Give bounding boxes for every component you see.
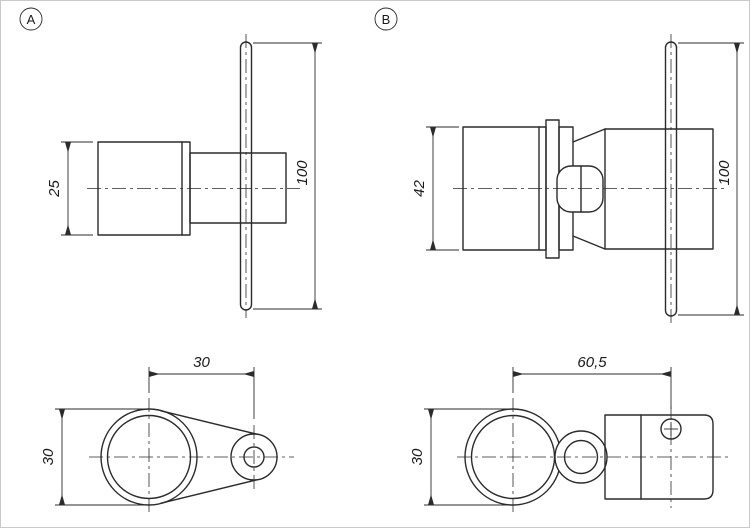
dimension-a-diameter-30: 30 — [40, 408, 147, 506]
dim-text-a-length: 100 — [294, 160, 311, 186]
variant-b-label: B — [374, 7, 398, 31]
dimension-b-diameter-30: 30 — [409, 408, 511, 506]
dim-text-b-length: 100 — [716, 160, 733, 186]
dim-text-a-center: 30 — [193, 354, 210, 371]
variant-a-label: A — [19, 7, 43, 31]
label-circle-a — [19, 7, 43, 31]
handle-hub-top-b — [604, 414, 714, 500]
variant-b-front-view: 42 100 — [411, 34, 744, 323]
dimension-b-center-60-5: 60,5 — [512, 354, 672, 409]
dimension-a-height-25: 25 — [46, 141, 93, 236]
eyelet-tangent-top-a — [160, 410, 261, 436]
dimension-b-length-100: 100 — [678, 42, 744, 316]
dim-text-a-height: 25 — [46, 180, 63, 198]
dim-text-b-diameter: 30 — [409, 448, 426, 465]
dim-text-b-height: 42 — [411, 180, 428, 197]
variant-a: A 25 100 — [19, 7, 322, 516]
dimension-b-height-42: 42 — [411, 126, 459, 251]
label-text-b: B — [382, 12, 391, 27]
handle-hub-a — [189, 152, 287, 224]
variant-b: B 42 1 — [374, 7, 744, 516]
dimension-a-center-30: 30 — [148, 354, 255, 419]
clamp-slot-b — [556, 165, 604, 213]
dim-text-a-diameter: 30 — [40, 448, 57, 465]
variant-a-front-view: 25 100 — [46, 34, 322, 318]
dim-text-b-center: 60,5 — [577, 354, 607, 371]
variant-b-top-view: 60,5 30 — [409, 354, 728, 516]
label-text-a: A — [27, 12, 36, 27]
cone-edge-top-b — [572, 128, 606, 143]
dimension-a-length-100: 100 — [253, 42, 322, 310]
handle-hub-b — [604, 128, 714, 250]
label-circle-b — [374, 7, 398, 31]
cone-edge-bottom-b — [572, 235, 606, 250]
variant-a-top-view: 30 30 — [40, 354, 294, 516]
eyelet-tangent-bottom-a — [160, 478, 261, 504]
